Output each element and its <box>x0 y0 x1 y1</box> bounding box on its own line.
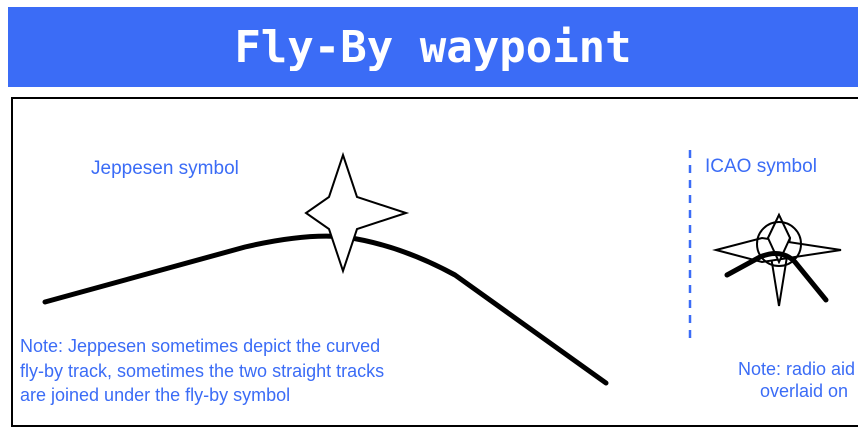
jeppesen-note-line: fly-by track, sometimes the two straight… <box>20 360 385 381</box>
page-title: Fly-By waypoint <box>234 21 632 73</box>
jeppesen-star-icon <box>304 151 410 275</box>
jeppesen-note-line: are joined under the fly-by symbol <box>20 385 291 405</box>
icao-note: Note: radio aid o overlaid on <box>684 358 858 402</box>
title-banner: Fly-By waypoint <box>8 7 858 87</box>
icao-symbol-label: ICAO symbol <box>705 156 817 177</box>
icao-fly-by-icon <box>712 212 842 307</box>
jeppesen-note: Note: Jeppesen sometimes depict the curv… <box>20 334 384 408</box>
waypoint-diagram <box>42 150 842 386</box>
jeppesen-symbol-label: Jeppesen symbol <box>91 158 239 179</box>
icao-note-line: Note: radio aid o <box>737 359 858 379</box>
icao-note-line: overlaid on <box>759 381 849 401</box>
jeppesen-note-line: Note: Jeppesen sometimes depict the curv… <box>20 336 381 356</box>
